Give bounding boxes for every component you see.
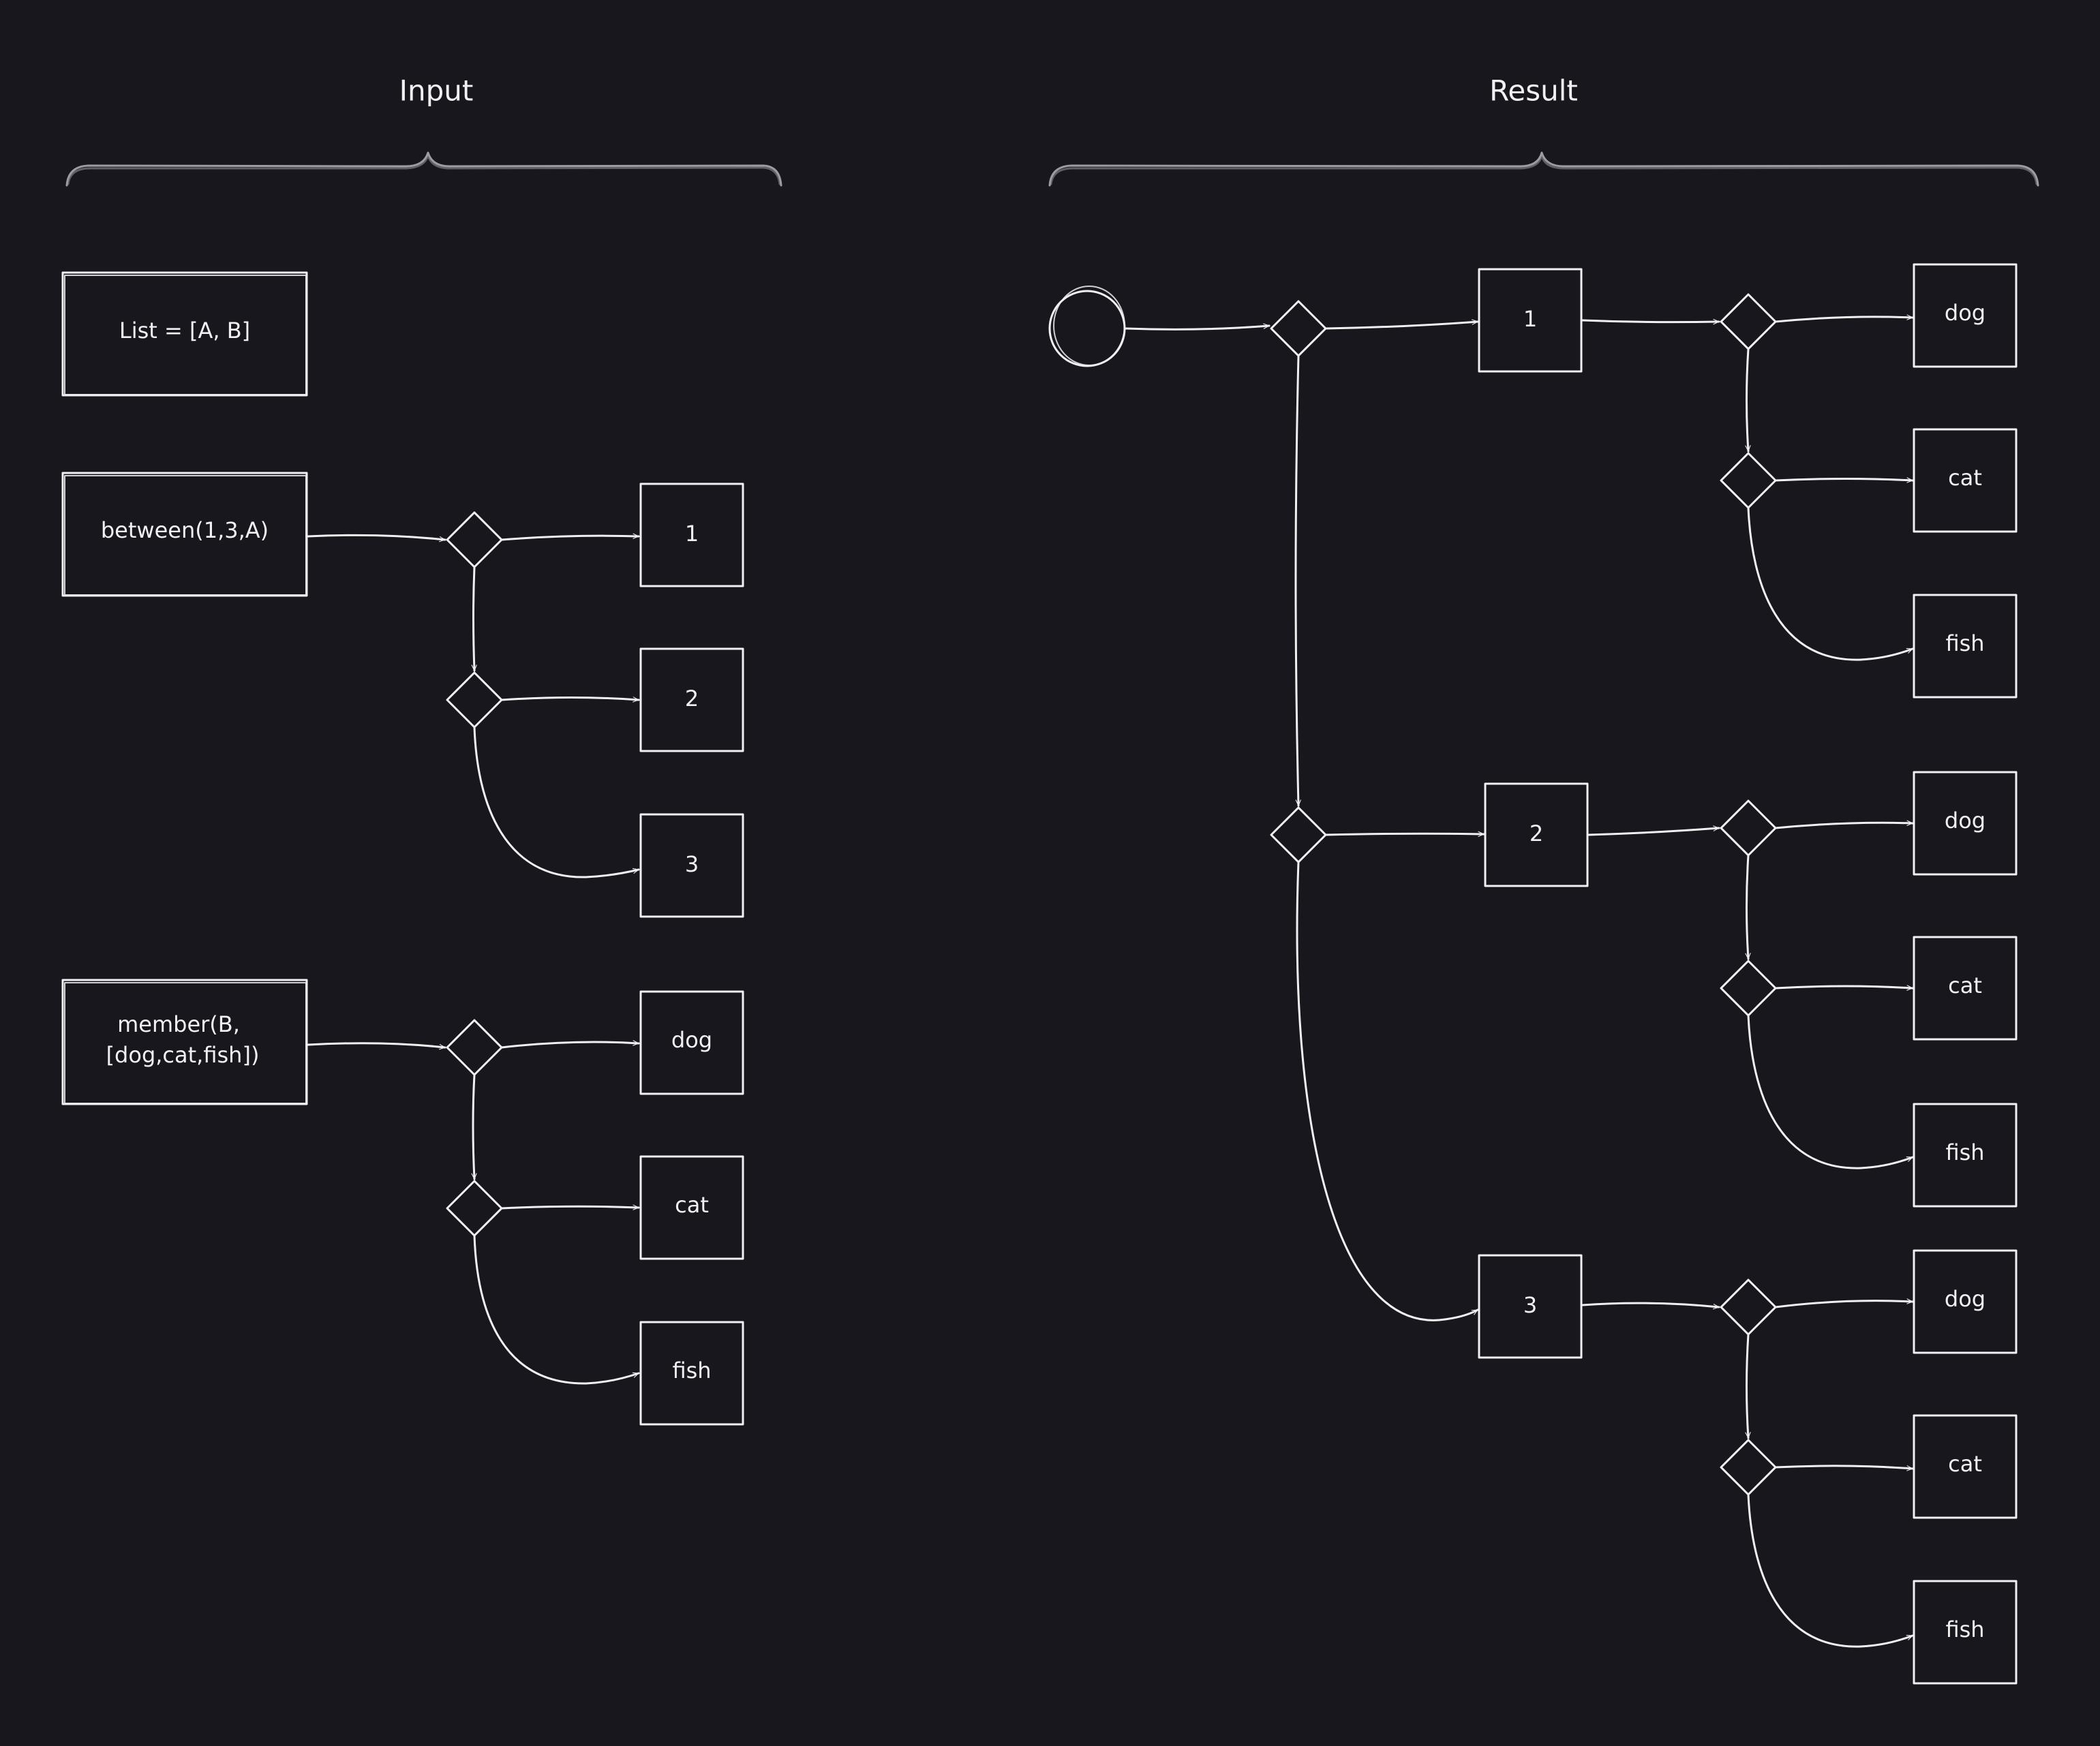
result-arrow-start: [1125, 326, 1270, 331]
start-node: [1048, 286, 1126, 367]
branch-3-diamond-2: [1720, 1439, 1777, 1496]
between-box: between(1,3,A): [61, 472, 308, 597]
member-arrow-to-fish: [473, 1234, 640, 1385]
member-value-fish: fish: [672, 1358, 711, 1383]
result-arrow-main-down: [1294, 354, 1298, 807]
result-arrow-to-1: [1324, 322, 1479, 330]
member-arrow-to-cat: [500, 1206, 640, 1208]
result-value-3: 3: [1523, 1292, 1537, 1318]
between-value-2: 2: [685, 686, 699, 711]
member-arrow-down: [473, 1073, 474, 1180]
branch-3-arrow-in: [1581, 1302, 1720, 1307]
member-choice-diamond-2: [446, 1180, 503, 1237]
branch-3-arrow-fish: [1747, 1493, 1914, 1648]
branch-2-arrow-fish: [1747, 1014, 1914, 1169]
result-arrow-to-2: [1324, 833, 1485, 835]
branch-2-arrow-cat: [1774, 986, 1914, 988]
between-choice-diamond-2: [446, 671, 503, 729]
member-choice-diamond-1: [446, 1019, 503, 1076]
member-box-label-line-1: member(B,: [117, 1011, 240, 1037]
branch-3-arrow-dog: [1774, 1301, 1914, 1308]
branch-2-box-fish: fish: [1913, 1103, 2018, 1208]
branch-1-cat: cat: [1948, 465, 1982, 491]
result-arrow-to-3: [1296, 861, 1479, 1321]
input-brace-sketch: [67, 154, 781, 185]
branch-1-box-fish: fish: [1913, 594, 2018, 699]
member-value-cat: cat: [675, 1192, 709, 1218]
member-value-box-dog: dog: [639, 990, 744, 1095]
between-value-box-3: 3: [639, 813, 744, 918]
branch-2-diamond-1: [1720, 799, 1777, 857]
branch-2-diamond-2: [1720, 960, 1777, 1017]
branch-1-fish: fish: [1945, 630, 1984, 656]
branch-2-cat: cat: [1948, 972, 1982, 998]
branch-1-box-dog: dog: [1913, 263, 2018, 368]
member-arrow-to-dog: [500, 1042, 640, 1049]
result-value-1: 1: [1523, 306, 1537, 332]
branch-3-arrow-down: [1747, 1333, 1749, 1439]
list-box: List = [A, B]: [61, 271, 308, 397]
branch-2-box-dog: dog: [1913, 771, 2018, 876]
between-arrow-to-1: [500, 536, 640, 541]
member-value-box-cat: cat: [639, 1155, 744, 1260]
between-value-1: 1: [685, 521, 699, 547]
between-arrow-to-diamond: [307, 534, 446, 540]
branch-2-arrow-down: [1747, 854, 1749, 960]
branch-1-box-cat: cat: [1913, 428, 2018, 533]
between-arrow-down: [474, 566, 475, 672]
branch-1-diamond-2: [1720, 452, 1777, 509]
between-value-box-2: 2: [639, 647, 744, 752]
branch-1-arrow-down: [1747, 348, 1749, 453]
member-box-label-line-2: [dog,cat,fish]): [106, 1042, 260, 1068]
between-box-label: between(1,3,A): [101, 517, 269, 543]
branch-1-arrow-in: [1581, 320, 1720, 322]
branch-2-box-cat: cat: [1913, 936, 2018, 1041]
between-arrow-to-3: [473, 726, 640, 878]
result-brace: [1048, 151, 2039, 187]
result-heading: Result: [1489, 74, 1578, 108]
branch-2-dog: dog: [1945, 808, 1985, 833]
result-choice-diamond-1: [1270, 300, 1327, 357]
member-value-dog: dog: [671, 1027, 712, 1053]
between-choice-diamond-1: [446, 511, 503, 568]
branch-3-arrow-cat: [1774, 1465, 1914, 1469]
branch-3-dog: dog: [1945, 1286, 1985, 1312]
branch-1-diamond-1: [1720, 293, 1777, 350]
branch-2-fish: fish: [1945, 1139, 1984, 1165]
list-box-label: List = [A, B]: [119, 318, 250, 343]
branch-1-arrow-dog: [1774, 317, 1914, 323]
between-value-3: 3: [685, 851, 699, 877]
branch-1-dog: dog: [1945, 300, 1985, 326]
between-value-box-1: 1: [639, 483, 744, 587]
result-brace-sketch: [1050, 154, 2038, 185]
branch-1-arrow-cat: [1774, 479, 1914, 481]
input-brace: [65, 151, 782, 187]
branch-3-cat: cat: [1948, 1451, 1982, 1477]
branch-3-diamond-1: [1720, 1278, 1777, 1336]
result-value-2: 2: [1530, 821, 1543, 846]
branch-3-fish: fish: [1945, 1617, 1984, 1642]
between-arrow-to-2: [500, 696, 640, 701]
result-value-box-3: 3: [1478, 1254, 1583, 1359]
result-value-box-2: 2: [1484, 782, 1589, 887]
member-box: member(B, [dog,cat,fish]): [61, 979, 308, 1105]
branch-3-box-fish: fish: [1913, 1580, 2018, 1685]
result-choice-diamond-2: [1270, 806, 1327, 863]
branch-3-box-cat: cat: [1913, 1414, 2018, 1519]
member-value-box-fish: fish: [639, 1321, 744, 1426]
result-value-box-1: 1: [1478, 268, 1583, 373]
member-arrow-to-diamond: [307, 1042, 446, 1047]
branch-3-box-dog: dog: [1913, 1249, 2018, 1354]
input-heading: Input: [399, 74, 474, 108]
branch-2-arrow-in: [1587, 828, 1720, 836]
branch-1-arrow-fish: [1747, 506, 1914, 661]
branch-2-arrow-dog: [1774, 823, 1914, 829]
